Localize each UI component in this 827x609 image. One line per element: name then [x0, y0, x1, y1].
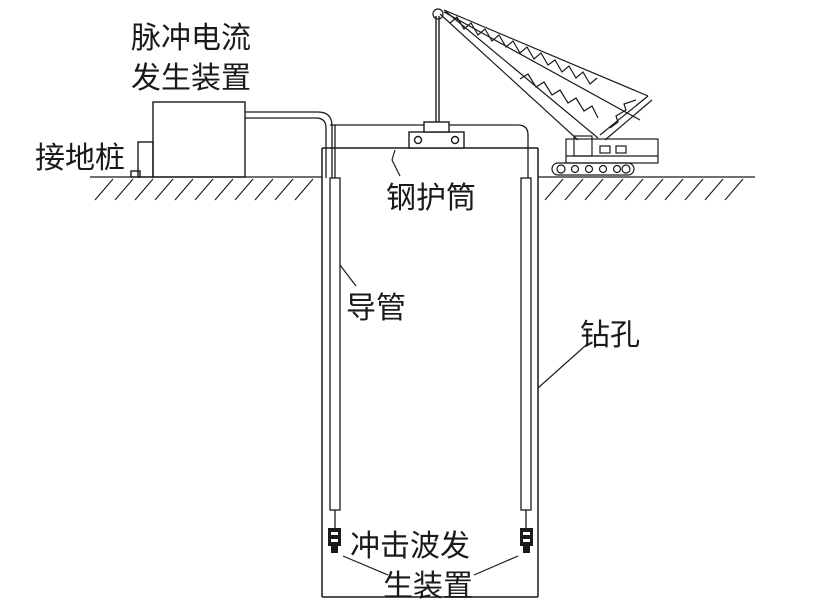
label-steel-casing: 钢护筒	[386, 181, 476, 216]
leader-steel-casing	[391, 159, 401, 177]
leader-conduit	[339, 264, 357, 287]
right-shockwave-probe	[520, 528, 533, 553]
pulley-block	[408, 16, 465, 149]
right-conduit	[520, 177, 532, 530]
leader-borehole	[537, 345, 586, 389]
borehole	[321, 148, 539, 598]
leader-casing-top	[391, 149, 396, 161]
ground-hatching	[94, 178, 744, 201]
label-shockwave-line1: 冲击波发	[350, 529, 470, 564]
leader-probe-right	[473, 555, 519, 576]
power-cable	[245, 111, 333, 178]
left-conduit	[329, 124, 529, 530]
label-shockwave-line2: 生装置	[383, 569, 473, 604]
label-pulse-device-line2: 发生装置	[131, 61, 251, 96]
label-conduit: 导管	[346, 291, 406, 326]
left-shockwave-probe	[328, 528, 341, 553]
crawler-crane	[432, 8, 659, 176]
leader-probe-left	[342, 555, 389, 576]
ground-surface	[90, 176, 755, 201]
label-pulse-device-line1: 脉冲电流	[131, 21, 251, 56]
pulse-generator-box	[130, 101, 246, 178]
leader-lines	[339, 149, 586, 576]
label-ground-pile: 接地桩	[35, 141, 125, 176]
label-borehole: 钻孔	[580, 318, 640, 353]
